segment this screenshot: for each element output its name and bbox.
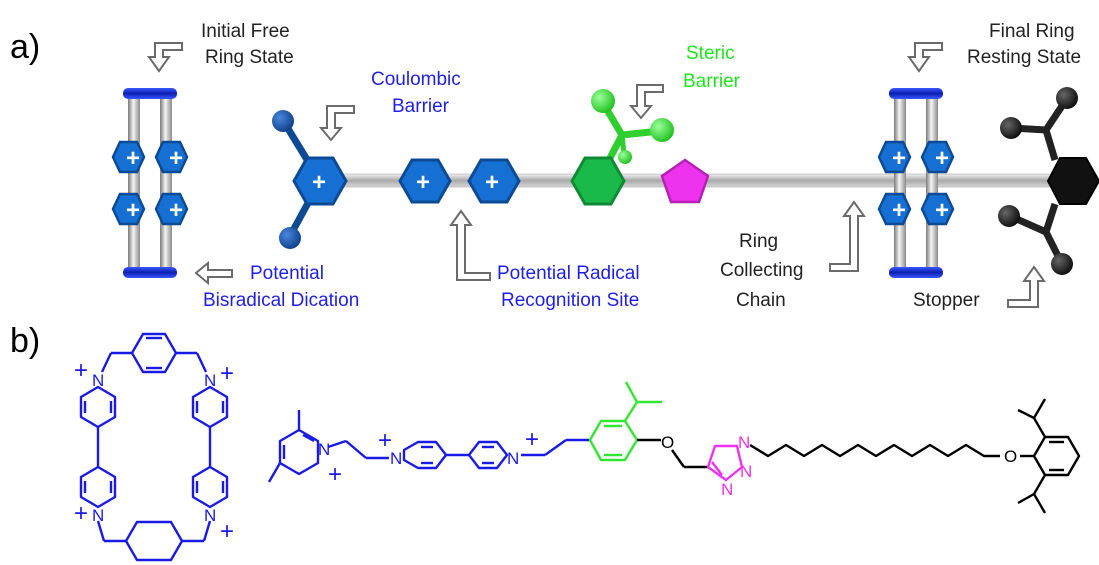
svg-text:+: + — [312, 169, 326, 196]
triazole-structure — [706, 444, 744, 482]
label-final-2: Resting State — [967, 47, 1081, 68]
arrow-bisradical — [194, 260, 233, 286]
svg-text:N: N — [204, 506, 216, 525]
label-coulombic-1: Coulombic — [371, 69, 461, 90]
label-stopper: Stopper — [913, 290, 980, 311]
panel-a-label: a) — [10, 28, 40, 66]
stopper-unit — [998, 87, 1099, 275]
svg-text:N: N — [318, 440, 330, 459]
svg-text:N: N — [92, 506, 104, 525]
cyclophane-structure — [79, 332, 229, 562]
svg-text:+: + — [126, 197, 140, 224]
axle-structure-green — [588, 381, 662, 462]
label-initial-ring-2: Ring State — [205, 47, 294, 68]
ring-hexagon — [111, 192, 146, 226]
panel-b-label: b) — [10, 322, 40, 360]
label-collecting-3: Chain — [736, 290, 786, 311]
label-collecting-2: Collecting — [720, 260, 803, 281]
arrow-steric — [628, 84, 664, 120]
label-steric-2: Barrier — [683, 71, 741, 92]
label-collecting-1: Ring — [739, 231, 778, 252]
axle-structure-blue — [267, 410, 590, 483]
svg-text:+: + — [416, 169, 430, 196]
label-bisradical-1: Potential — [250, 263, 324, 284]
ring-hexagon — [920, 192, 955, 226]
final-resting-ring — [877, 88, 955, 278]
svg-text:+: + — [220, 518, 234, 545]
svg-text:+: + — [328, 461, 342, 488]
axle-atoms: N + N + N + O N N N O — [318, 426, 1017, 499]
ring-hexagon — [154, 140, 189, 174]
arrow-initial-ring — [147, 42, 183, 73]
svg-text:+: + — [935, 197, 949, 224]
svg-text:+: + — [169, 197, 183, 224]
coulombic-barrier-unit — [272, 110, 348, 249]
svg-text:+: + — [220, 360, 234, 387]
svg-text:N: N — [507, 449, 519, 468]
svg-text:N: N — [738, 433, 750, 452]
label-initial-ring-1: Initial Free — [201, 21, 290, 42]
axle-structure-black-linker — [637, 438, 708, 469]
svg-text:+: + — [485, 169, 499, 196]
bipyridinium-unit — [398, 158, 521, 204]
steric-barrier-unit — [570, 89, 674, 206]
ring-hexagon — [877, 140, 912, 174]
ring-hexagon — [154, 192, 189, 226]
ring-hexagon — [111, 140, 146, 174]
plus-signs-cartoon: + + + + + + + + + + + — [126, 145, 949, 224]
ring-hexagon — [920, 140, 955, 174]
arrow-final-ring — [907, 42, 943, 73]
svg-text:N: N — [390, 449, 402, 468]
ring-hexagon-group — [111, 140, 189, 226]
arrow-radical-site — [449, 209, 491, 281]
methyl-ball-bottom — [279, 227, 301, 249]
svg-text:+: + — [74, 500, 88, 527]
ring-hexagon — [877, 192, 912, 226]
svg-text:+: + — [169, 145, 183, 172]
arrow-stopper — [1007, 265, 1046, 308]
svg-text:+: + — [892, 145, 906, 172]
label-bisradical-2: Bisradical Dication — [203, 290, 359, 311]
label-steric-1: Steric — [686, 43, 735, 64]
alkyl-chain — [749, 398, 1081, 514]
svg-text:O: O — [661, 433, 674, 452]
svg-text:N: N — [92, 371, 104, 390]
pointer-arrows — [147, 42, 1046, 308]
svg-text:+: + — [935, 145, 949, 172]
label-radical-site-1: Potential Radical — [497, 263, 640, 284]
svg-text:+: + — [892, 197, 906, 224]
cyclophane-atoms: N N N N + + + + — [74, 357, 234, 545]
svg-text:+: + — [378, 427, 392, 454]
svg-text:N: N — [721, 480, 733, 499]
label-radical-site-2: Recognition Site — [501, 290, 639, 311]
svg-text:N: N — [740, 462, 752, 481]
cartoon-labels: Initial Free Ring State Coulombic Barrie… — [201, 21, 1081, 311]
svg-text:+: + — [525, 426, 539, 453]
methyl-ball-top — [272, 110, 294, 132]
arrow-collecting — [829, 200, 866, 272]
svg-text:O: O — [1004, 447, 1017, 466]
initial-free-ring — [111, 88, 189, 278]
label-coulombic-2: Barrier — [392, 96, 450, 117]
svg-text:N: N — [204, 371, 216, 390]
triazole-pentagon — [660, 158, 710, 204]
arrow-coulombic — [318, 105, 355, 142]
svg-text:+: + — [74, 357, 88, 384]
label-final-1: Final Ring — [989, 21, 1075, 42]
svg-text:+: + — [126, 145, 140, 172]
